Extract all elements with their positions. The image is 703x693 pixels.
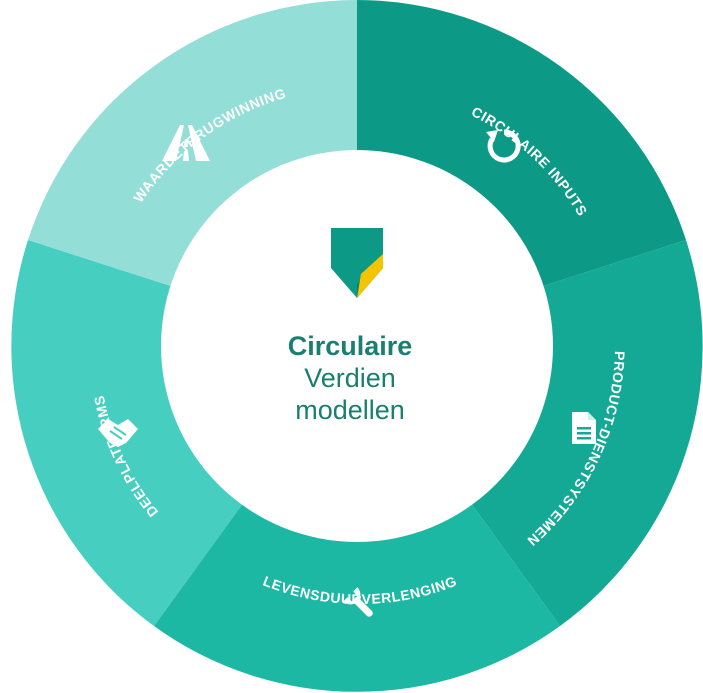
center-circle — [161, 150, 553, 542]
center-title: Circulaire — [287, 331, 413, 361]
document-icon — [572, 412, 596, 444]
center-line-3: modellen — [295, 395, 405, 425]
road-icon — [162, 125, 210, 161]
abn-shield-icon — [331, 228, 383, 298]
wrench-icon — [343, 587, 373, 617]
refresh-icon — [486, 129, 521, 163]
center-line-2: Verdien — [304, 363, 396, 393]
handshake-icon — [98, 419, 138, 447]
center-label: Circulaire Verdien modellen — [250, 330, 450, 426]
